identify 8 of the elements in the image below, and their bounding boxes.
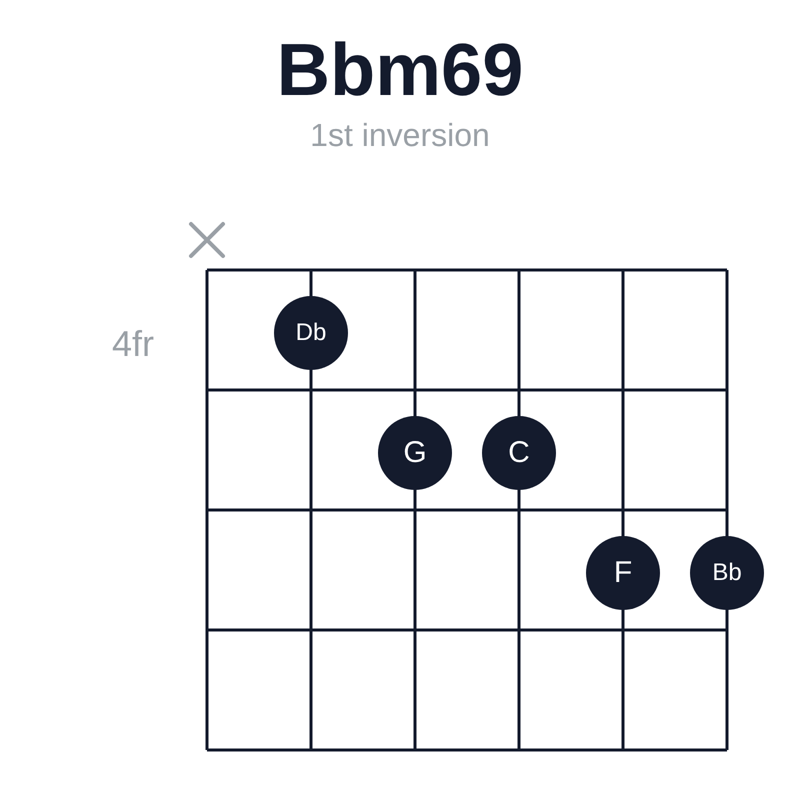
subtitle: 1st inversion: [309, 116, 491, 155]
note-dot: G: [378, 416, 452, 490]
note-dot: F: [586, 536, 660, 610]
fret-number: 4fr: [110, 322, 155, 366]
note-dot: Bb: [690, 536, 764, 610]
note-dot: Db: [274, 296, 348, 370]
note-dot: C: [482, 416, 556, 490]
chord-title: Bbm69: [276, 28, 524, 112]
